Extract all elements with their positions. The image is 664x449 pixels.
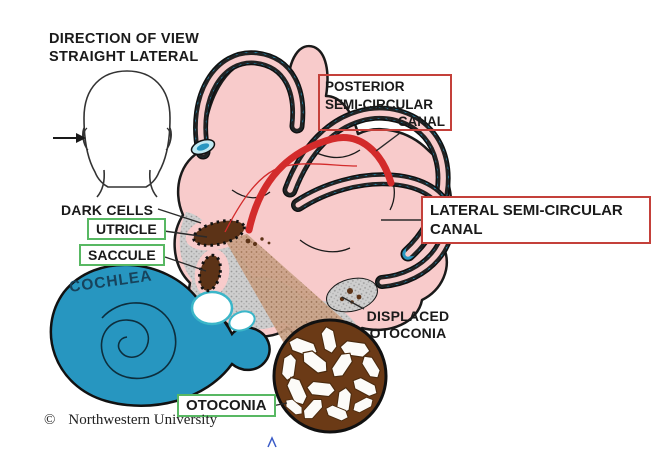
copyright-text: Northwestern University <box>68 412 218 428</box>
pointer-lines <box>157 132 421 408</box>
lateral-label-line2: CANAL <box>430 221 483 238</box>
dark-cells-label: DARK CELLS <box>61 202 154 218</box>
copyright-credit: © Northwestern University <box>44 412 217 429</box>
posterior-label-line1: POSTERIOR <box>325 79 405 94</box>
otoconia-label-box: OTOCONIA <box>177 394 276 417</box>
utricle-label-box: UTRICLE <box>87 218 166 240</box>
posterior-label-line3: CANAL <box>397 114 445 129</box>
posterior-label-line2: SEMI-CIRCULAR <box>325 96 433 112</box>
saccule-label-box: SACCULE <box>79 244 165 266</box>
otoconia-inset <box>272 318 388 434</box>
lateral-canal-label-box: LATERAL SEMI-CIRCULAR CANAL <box>421 196 651 244</box>
vestibule-recess <box>190 290 234 326</box>
direction-of-view-note: DIRECTION OF VIEW STRAIGHT LATERAL <box>49 30 199 66</box>
lateral-label-line1: LATERAL SEMI-CIRCULAR <box>430 202 623 219</box>
displaced-label-line1: DISPLACED <box>366 308 450 324</box>
saccule-macula <box>198 253 222 293</box>
posterior-canal-highlight <box>245 134 395 234</box>
direction-note-line1: DIRECTION OF VIEW <box>49 31 200 47</box>
stray-otoconia-specks <box>245 237 271 246</box>
otoconia-migration-line <box>224 163 358 233</box>
cochlea-spiral-line <box>100 302 177 380</box>
copyright-symbol: © <box>44 412 56 428</box>
head-outline <box>82 70 172 198</box>
otoconia-crystals <box>281 326 381 422</box>
canal-cut-end <box>190 138 216 156</box>
view-direction-arrow <box>53 133 86 143</box>
anterior-canal <box>193 50 306 160</box>
posterior-canal-label-box: POSTERIOR SEMI-CIRCULAR CANAL <box>318 74 452 131</box>
utricle-macula <box>192 219 246 247</box>
stray-blue-mark <box>267 436 277 448</box>
displaced-otoconia-label: DISPLACED OTOCONIA <box>356 308 460 342</box>
displaced-label-line2: OTOCONIA <box>369 325 447 341</box>
vestibule-recess-small <box>228 310 256 332</box>
direction-note-line2: STRAIGHT LATERAL <box>49 49 199 65</box>
